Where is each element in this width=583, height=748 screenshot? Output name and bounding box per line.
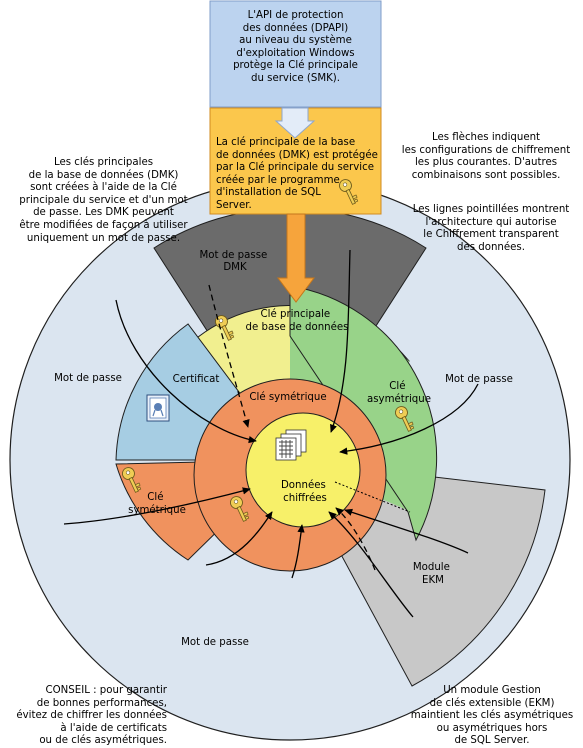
- arrows: [63, 249, 479, 618]
- dpapi-box: [209, 0, 382, 108]
- arrow: [291, 524, 305, 579]
- symmetric-key-left-label: Clé symétrique: [128, 491, 186, 516]
- db-master-key-label: Clé principale de base de données: [246, 308, 349, 333]
- arrow: [344, 508, 469, 554]
- down-arrow: [274, 107, 316, 139]
- dmk-password-label: Mot de passe DMK: [199, 250, 270, 273]
- certificate-icon: [146, 394, 170, 422]
- arrow: [328, 511, 414, 618]
- arrow: [205, 511, 273, 566]
- arrow: [115, 299, 257, 444]
- ekm-module-label: Module EKM: [413, 562, 453, 586]
- password-left-label: Mot de passe: [54, 373, 122, 384]
- dashed-arrows: [208, 284, 376, 571]
- asymmetric-key-label: Clé asymétrique: [367, 380, 431, 405]
- dotted-line: [334, 481, 411, 513]
- encrypted-data-icon: [275, 429, 307, 461]
- encrypted-data-label: Données chiffrées: [281, 479, 329, 504]
- symmetric-key-center-label: Clé symétrique: [249, 391, 326, 403]
- certificate-label: Certificat: [173, 374, 220, 385]
- down-arrow: [277, 213, 315, 303]
- password-right-label: Mot de passe: [445, 374, 513, 385]
- arrow: [339, 383, 479, 455]
- arrow: [330, 249, 351, 433]
- dashed-arrow: [335, 507, 376, 571]
- arrow: [63, 487, 251, 525]
- dashed-arrow: [208, 284, 250, 428]
- password-bottom-label: Mot de passe: [181, 637, 249, 648]
